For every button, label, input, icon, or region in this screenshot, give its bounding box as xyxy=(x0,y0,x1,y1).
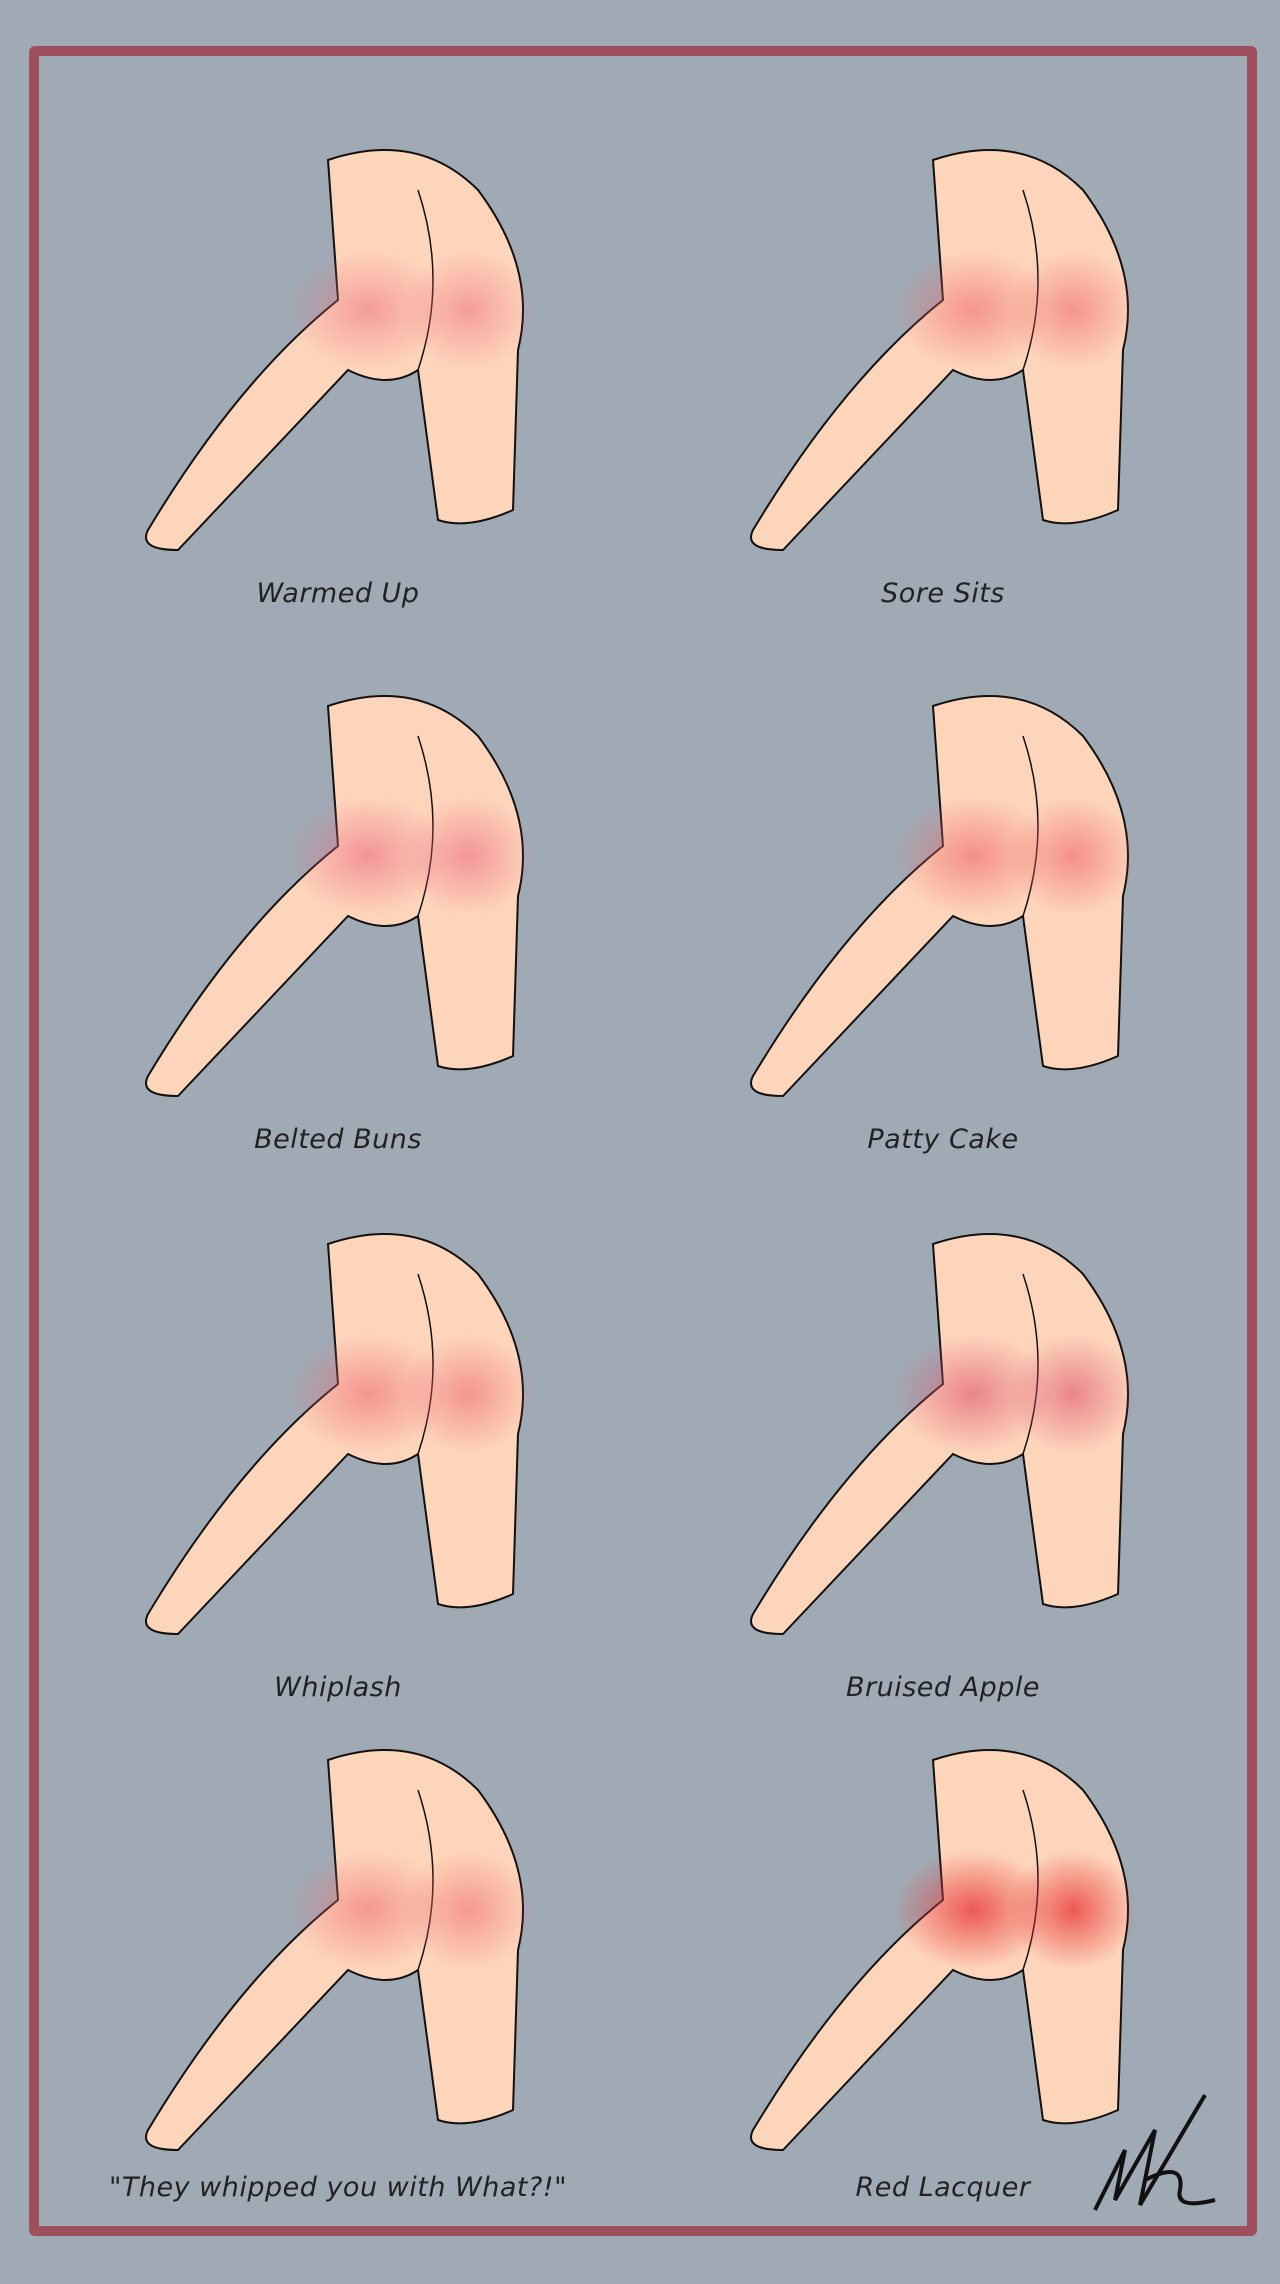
panel-1: Warmed Up xyxy=(58,130,618,670)
figure-illustration xyxy=(750,149,1138,552)
frame-border xyxy=(29,46,1257,2236)
panel-label: Patty Cake xyxy=(867,1124,1019,1155)
figure-illustration xyxy=(750,1233,1138,1636)
mark-right xyxy=(1008,1850,1138,1970)
mark-left xyxy=(893,250,1053,370)
figure-illustration xyxy=(145,1233,533,1636)
mark-left xyxy=(288,796,448,916)
figure-illustration xyxy=(750,695,1138,1098)
mark-right xyxy=(403,796,533,916)
figure-illustration xyxy=(750,1749,1138,2152)
figure-illustration xyxy=(145,149,533,552)
panel-label: Warmed Up xyxy=(256,578,420,609)
mark-right xyxy=(403,250,533,370)
panel-4: Patty Cake xyxy=(663,676,1223,1216)
mark-right xyxy=(403,1334,533,1454)
panel-label: Whiplash xyxy=(274,1672,402,1703)
panel-6: Bruised Apple xyxy=(663,1214,1223,1754)
panel-label: Belted Buns xyxy=(254,1124,422,1155)
mark-left xyxy=(288,1334,448,1454)
panel-label: Sore Sits xyxy=(881,578,1005,609)
panel-2: Sore Sits xyxy=(663,130,1223,670)
panel-label: Bruised Apple xyxy=(846,1672,1040,1703)
panel-8: Red Lacquer xyxy=(663,1730,1223,2270)
figure-illustration xyxy=(145,1749,533,2152)
mark-right xyxy=(403,1850,533,1970)
panel-5: Whiplash xyxy=(58,1214,618,1754)
mark-right xyxy=(1008,1334,1138,1454)
mark-left xyxy=(893,796,1053,916)
mark-left xyxy=(893,1850,1053,1970)
mark-left xyxy=(288,250,448,370)
panel-7: "They whipped you with What?!" xyxy=(58,1730,618,2270)
panel-3: Belted Buns xyxy=(58,676,618,1216)
figure-illustration xyxy=(145,695,533,1098)
artist-signature xyxy=(1093,2093,1216,2211)
mark-left xyxy=(893,1334,1053,1454)
mark-right xyxy=(1008,250,1138,370)
mark-right xyxy=(1008,796,1138,916)
panel-label: Red Lacquer xyxy=(855,2172,1031,2203)
panel-label: "They whipped you with What?!" xyxy=(108,2172,568,2203)
mark-left xyxy=(288,1850,448,1970)
